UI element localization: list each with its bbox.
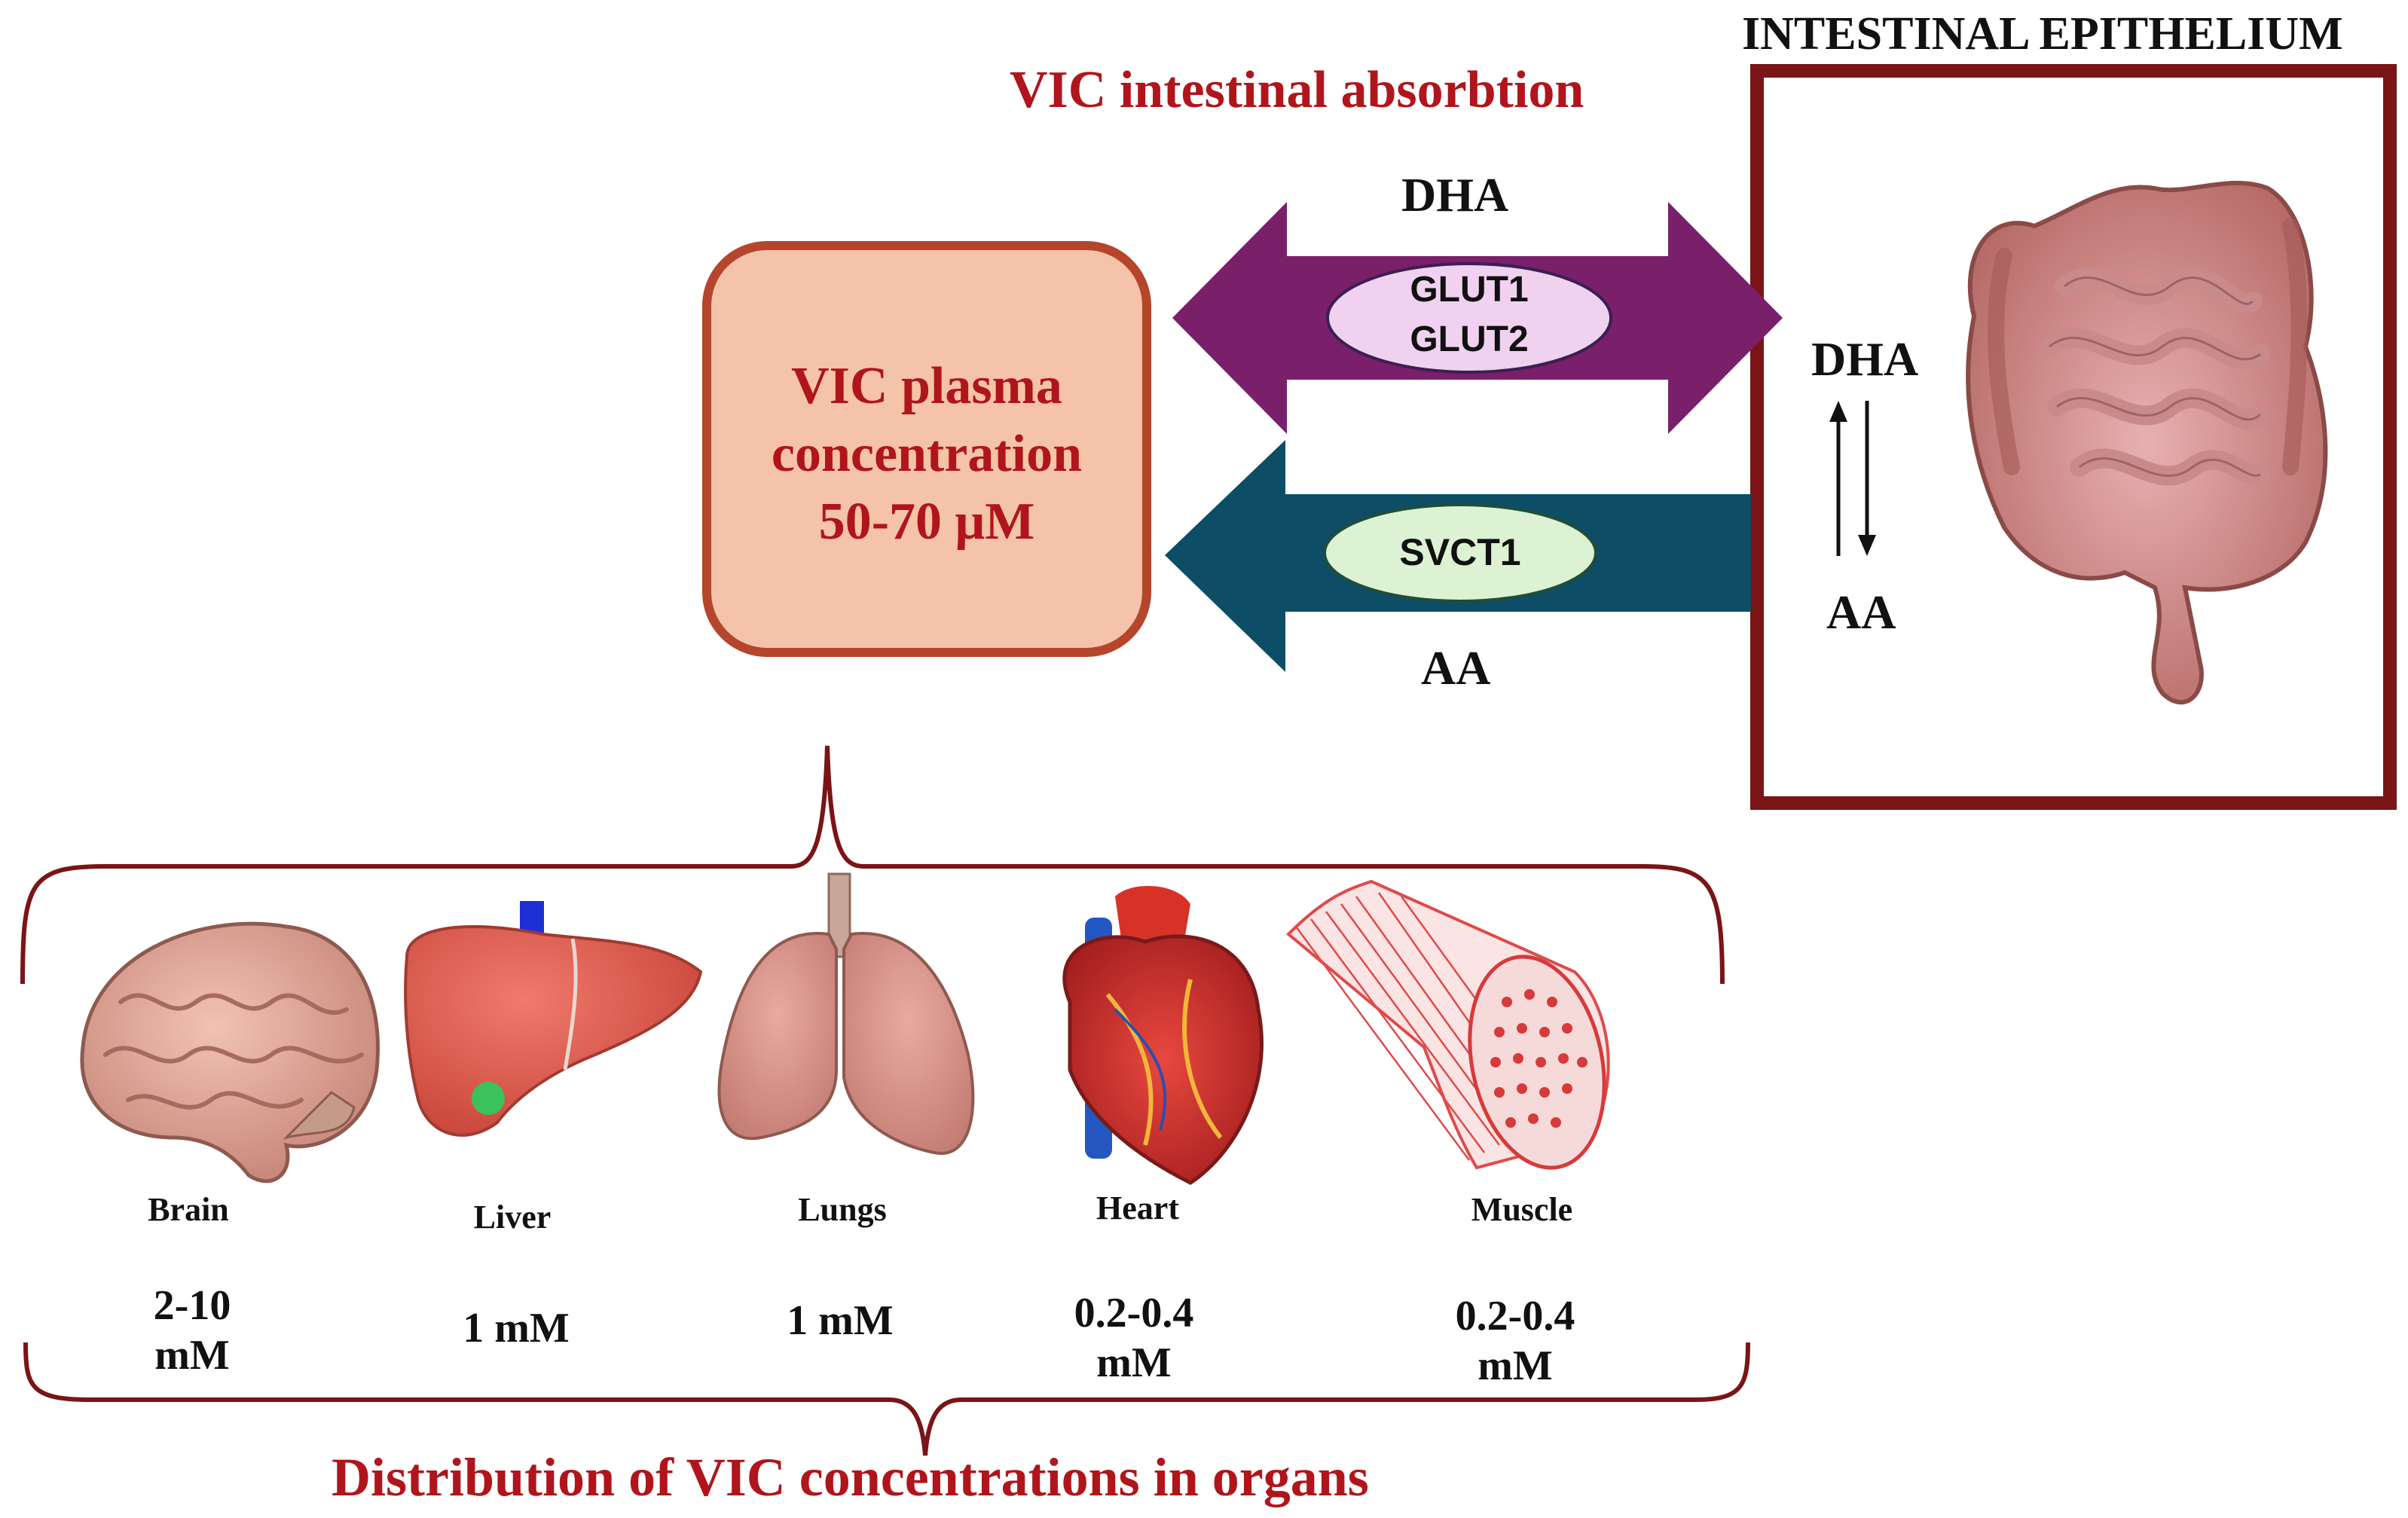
heart-conc-unit: mM xyxy=(1096,1339,1172,1386)
equilibrium-arrows xyxy=(1829,401,1876,556)
dha-arrow-label: DHA xyxy=(1401,168,1509,221)
muscle-conc-value: 0.2-0.4 xyxy=(1455,1293,1575,1339)
liver-conc-value: 1 mM xyxy=(463,1305,570,1352)
glut1-label: GLUT1 xyxy=(1410,270,1529,310)
absorption-title: VIC intestinal absorbtion xyxy=(1010,61,1584,119)
muscle-conc-unit: mM xyxy=(1477,1342,1553,1389)
aa-arrow-label: AA xyxy=(1421,641,1491,695)
equilibrium-aa-label: AA xyxy=(1826,585,1896,639)
epithelium-frame xyxy=(1750,64,2397,810)
plasma-line-3: 50-70 μM xyxy=(818,493,1035,551)
epithelium-title: INTESTINAL EPITHELIUM xyxy=(1742,8,2343,60)
organ-conc-liver: 1 mM xyxy=(414,1303,618,1353)
heart-icon xyxy=(1062,886,1264,1185)
organ-conc-heart: 0.2-0.4 mM xyxy=(1032,1288,1236,1388)
brain-icon xyxy=(80,921,380,1184)
plasma-line-2: concentration xyxy=(771,425,1083,483)
bottom-brace xyxy=(23,1342,1750,1456)
glut-transporter-pill xyxy=(1326,262,1612,374)
organ-conc-brain: 2-10 mM xyxy=(90,1281,294,1380)
equilibrium-dha-label: DHA xyxy=(1811,332,1919,386)
organ-name-liver: Liver xyxy=(473,1199,552,1235)
muscle-icon xyxy=(1286,879,1610,1170)
brain-conc-value: 2-10 xyxy=(153,1282,231,1329)
organ-conc-muscle: 0.2-0.4 mM xyxy=(1413,1291,1617,1391)
organ-name-lungs: Lungs xyxy=(798,1191,887,1228)
organ-name-brain: Brain xyxy=(148,1191,229,1228)
plasma-box xyxy=(702,241,1151,657)
glut-labels: GLUT1 GLUT2 xyxy=(1349,265,1590,365)
liver-icon xyxy=(404,901,703,1137)
plasma-box-text: VIC plasma concentration 50-70 μM xyxy=(707,353,1147,556)
organ-name-muscle: Muscle xyxy=(1471,1191,1573,1228)
lungs-conc-value: 1 mM xyxy=(787,1297,894,1344)
brain-conc-unit: mM xyxy=(154,1332,230,1379)
lungs-icon xyxy=(717,872,975,1155)
distribution-title: Distribution of VIC concentrations in or… xyxy=(332,1447,1369,1507)
organ-name-heart: Heart xyxy=(1096,1190,1179,1226)
heart-conc-value: 0.2-0.4 xyxy=(1074,1290,1194,1336)
glut2-label: GLUT2 xyxy=(1410,319,1529,359)
svct1-label: SVCT1 xyxy=(1399,531,1521,573)
plasma-line-1: VIC plasma xyxy=(791,357,1062,415)
top-brace xyxy=(20,745,1725,985)
organ-conc-lungs: 1 mM xyxy=(738,1296,942,1345)
intestine-icon xyxy=(1966,181,2328,705)
svct-transporter-pill xyxy=(1323,503,1597,603)
